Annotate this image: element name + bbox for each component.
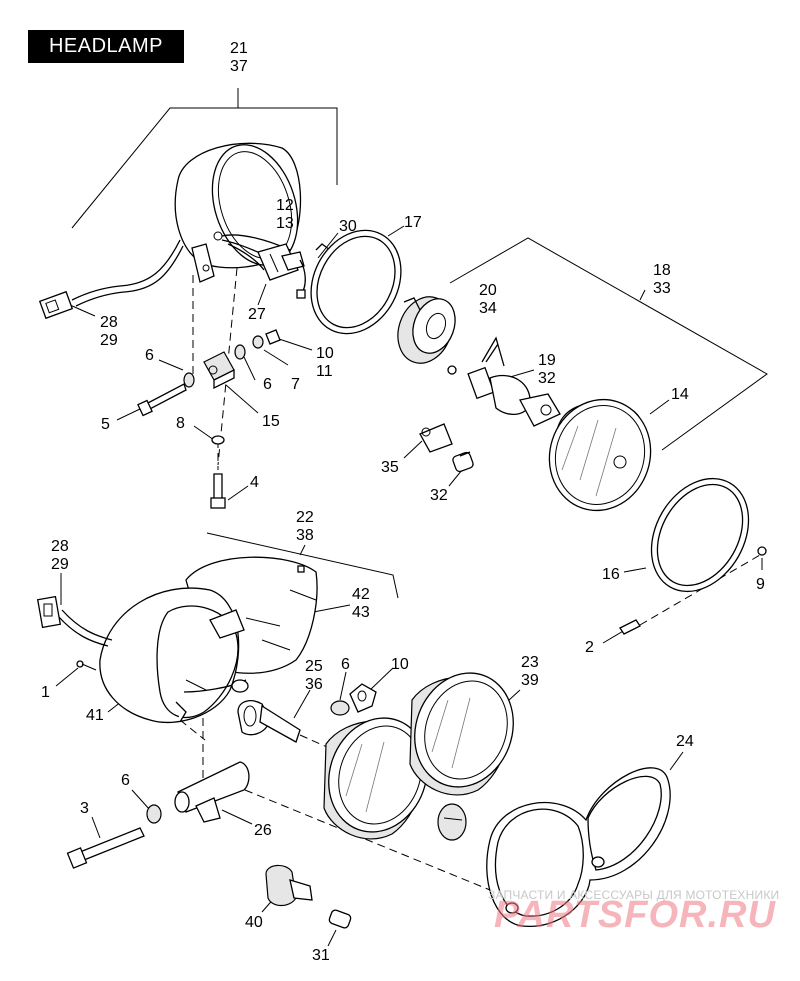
wiring-harness-top [38, 239, 184, 320]
callout-32: 32 [430, 487, 448, 504]
connector-plug [257, 243, 306, 299]
callout-35: 35 [381, 459, 399, 476]
callout-14: 14 [671, 386, 689, 403]
callout-24: 24 [676, 733, 694, 750]
callout-4: 4 [250, 474, 259, 491]
wiring-harness-bottom [36, 595, 113, 671]
socket-40 [265, 864, 313, 907]
nut-bottom [349, 683, 377, 713]
callout-30: 30 [339, 218, 357, 235]
mount-hardware-top [137, 329, 281, 509]
callout-6-b: 6 [263, 376, 272, 393]
callout-16: 16 [602, 566, 620, 583]
headlamp-housing-dual [99, 556, 318, 724]
diagram-title-box: HEADLAMP [28, 30, 184, 63]
small-screw-9 [757, 546, 767, 556]
bulb-socket-housing [397, 296, 456, 364]
callout-10: 10 [391, 656, 409, 673]
callout-6-d: 6 [121, 772, 130, 789]
headlamp-housing-single [174, 142, 302, 283]
watermark-caption: ЗАПЧАСТИ И АКСЕССУАРЫ ДЛЯ МОТОТЕХНИКИ [488, 888, 780, 902]
mounting-tube [174, 761, 250, 823]
gasket-ring [310, 229, 402, 335]
wire-clip [315, 243, 331, 251]
bulb-31 [328, 909, 352, 929]
dual-trim-ring [486, 767, 671, 927]
callout-6-a: 6 [145, 347, 154, 364]
washer-bottom [330, 700, 350, 716]
dual-lamp-socket [237, 700, 301, 743]
callout-5: 5 [101, 416, 110, 433]
callout-7: 7 [291, 376, 300, 393]
callout-31: 31 [312, 947, 330, 964]
position-lamp-socket [419, 423, 474, 473]
callout-17: 17 [404, 214, 422, 231]
screw-2 [619, 619, 641, 635]
diagram-title: HEADLAMP [48, 35, 164, 57]
callout-6-c: 6 [341, 656, 350, 673]
callout-1: 1 [41, 684, 50, 701]
callout-15: 15 [262, 413, 280, 430]
bolt-3 [66, 827, 145, 869]
headlamp-bulb [447, 336, 561, 427]
watermark-logo: PARTSFOR.RU [494, 894, 776, 936]
twin-lens-units [323, 672, 514, 841]
callout-2: 2 [585, 639, 594, 656]
sealed-beam-lens [548, 398, 652, 512]
callout-41: 41 [86, 707, 104, 724]
callout-40: 40 [245, 914, 263, 931]
callout-3: 3 [80, 800, 89, 817]
washer-6-bottom [146, 804, 162, 824]
trim-ring [650, 477, 750, 593]
callout-27: 27 [248, 306, 266, 323]
callout-9: 9 [756, 576, 765, 593]
callout-8: 8 [176, 415, 185, 432]
callout-26: 26 [254, 822, 272, 839]
